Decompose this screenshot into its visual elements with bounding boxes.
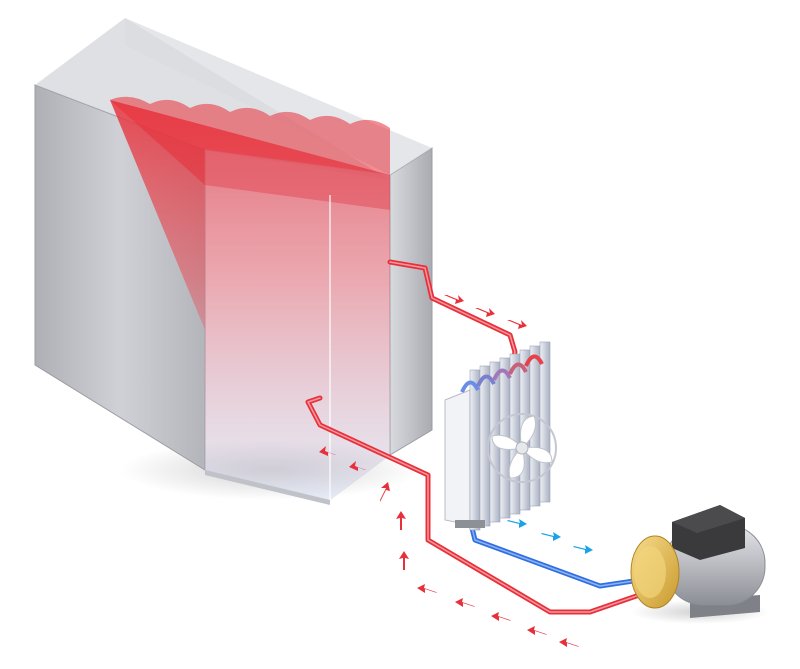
- arrow-hot: [527, 626, 547, 635]
- arrow-hot: [455, 598, 475, 607]
- radiator: [444, 341, 557, 531]
- tank: [34, 18, 433, 505]
- arrow-hot: [491, 612, 511, 621]
- arrow-hot: [507, 320, 527, 329]
- arrow-hot: [396, 511, 406, 530]
- fan-icon: [487, 413, 557, 483]
- flow-arrows: [319, 295, 593, 647]
- cooled-pipe: [467, 517, 643, 589]
- arrow-hot: [399, 551, 409, 570]
- arrow-cold: [573, 545, 593, 554]
- arrow-cold: [507, 519, 527, 528]
- water-surface: [110, 96, 390, 210]
- arrow-hot: [417, 584, 437, 593]
- arrow-hot: [444, 295, 464, 304]
- pump: [630, 505, 770, 624]
- arrow-hot: [349, 461, 366, 471]
- arrow-hot: [380, 482, 390, 502]
- arrow-hot: [475, 308, 495, 317]
- arrow-cold: [541, 532, 561, 541]
- arrow-hot: [559, 638, 579, 647]
- arrow-hot: [319, 446, 336, 456]
